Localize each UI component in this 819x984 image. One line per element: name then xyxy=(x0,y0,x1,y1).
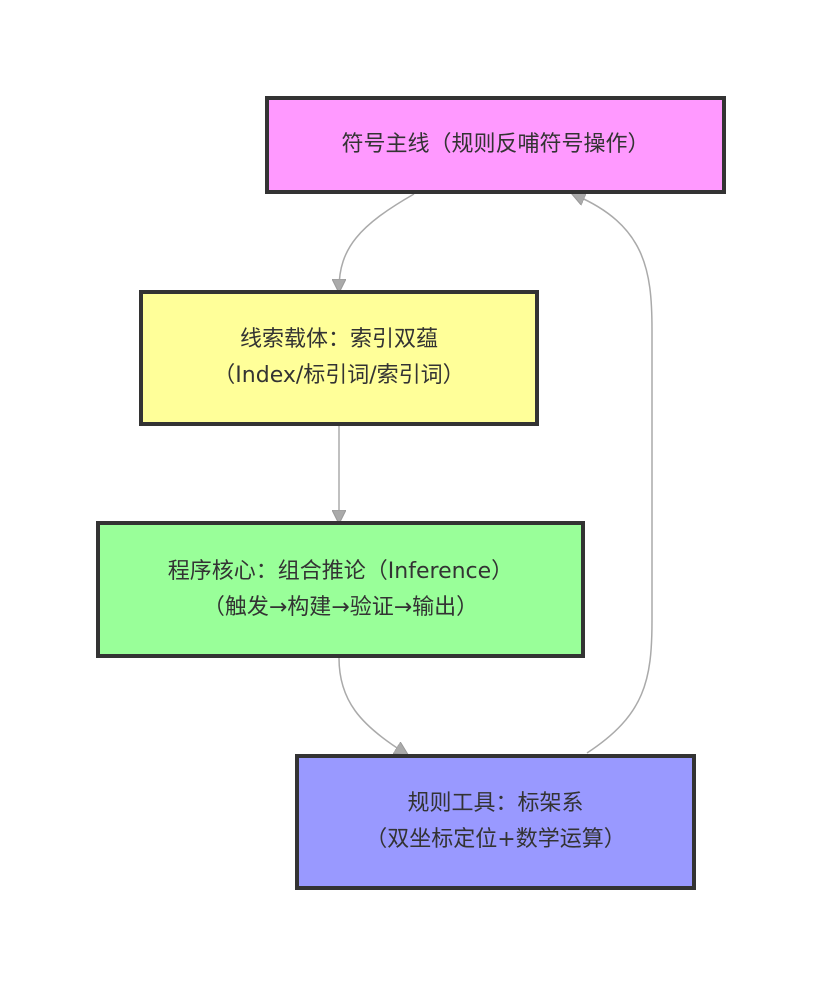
node-rule-tool: 规则工具：标架系 （双坐标定位+数学运算） xyxy=(295,754,696,890)
node-program-core: 程序核心：组合推论（Inference） （触发→构建→验证→输出） xyxy=(96,521,585,658)
node-core-title: 程序核心：组合推论（Inference） xyxy=(167,558,514,584)
edge-core-to-tool xyxy=(338,657,405,753)
node-clue-title: 线索载体：索引双蕴 xyxy=(239,327,438,352)
node-tool-detail: （双坐标定位+数学运算） xyxy=(365,827,626,852)
node-symbol-label: 符号主线（规则反哺符号操作） xyxy=(341,132,650,157)
node-clue-detail: （Index/标引词/索引词） xyxy=(213,363,465,388)
node-clue-carrier: 线索载体：索引双蕴 （Index/标引词/索引词） xyxy=(139,290,539,426)
edge-tool-to-symbol xyxy=(575,195,653,754)
node-tool-title: 规则工具：标架系 xyxy=(407,791,584,816)
node-symbol-mainline: 符号主线（规则反哺符号操作） xyxy=(265,96,726,194)
edge-symbol-to-clue xyxy=(339,193,415,289)
node-core-detail: （触发→构建→验证→输出） xyxy=(202,594,479,620)
